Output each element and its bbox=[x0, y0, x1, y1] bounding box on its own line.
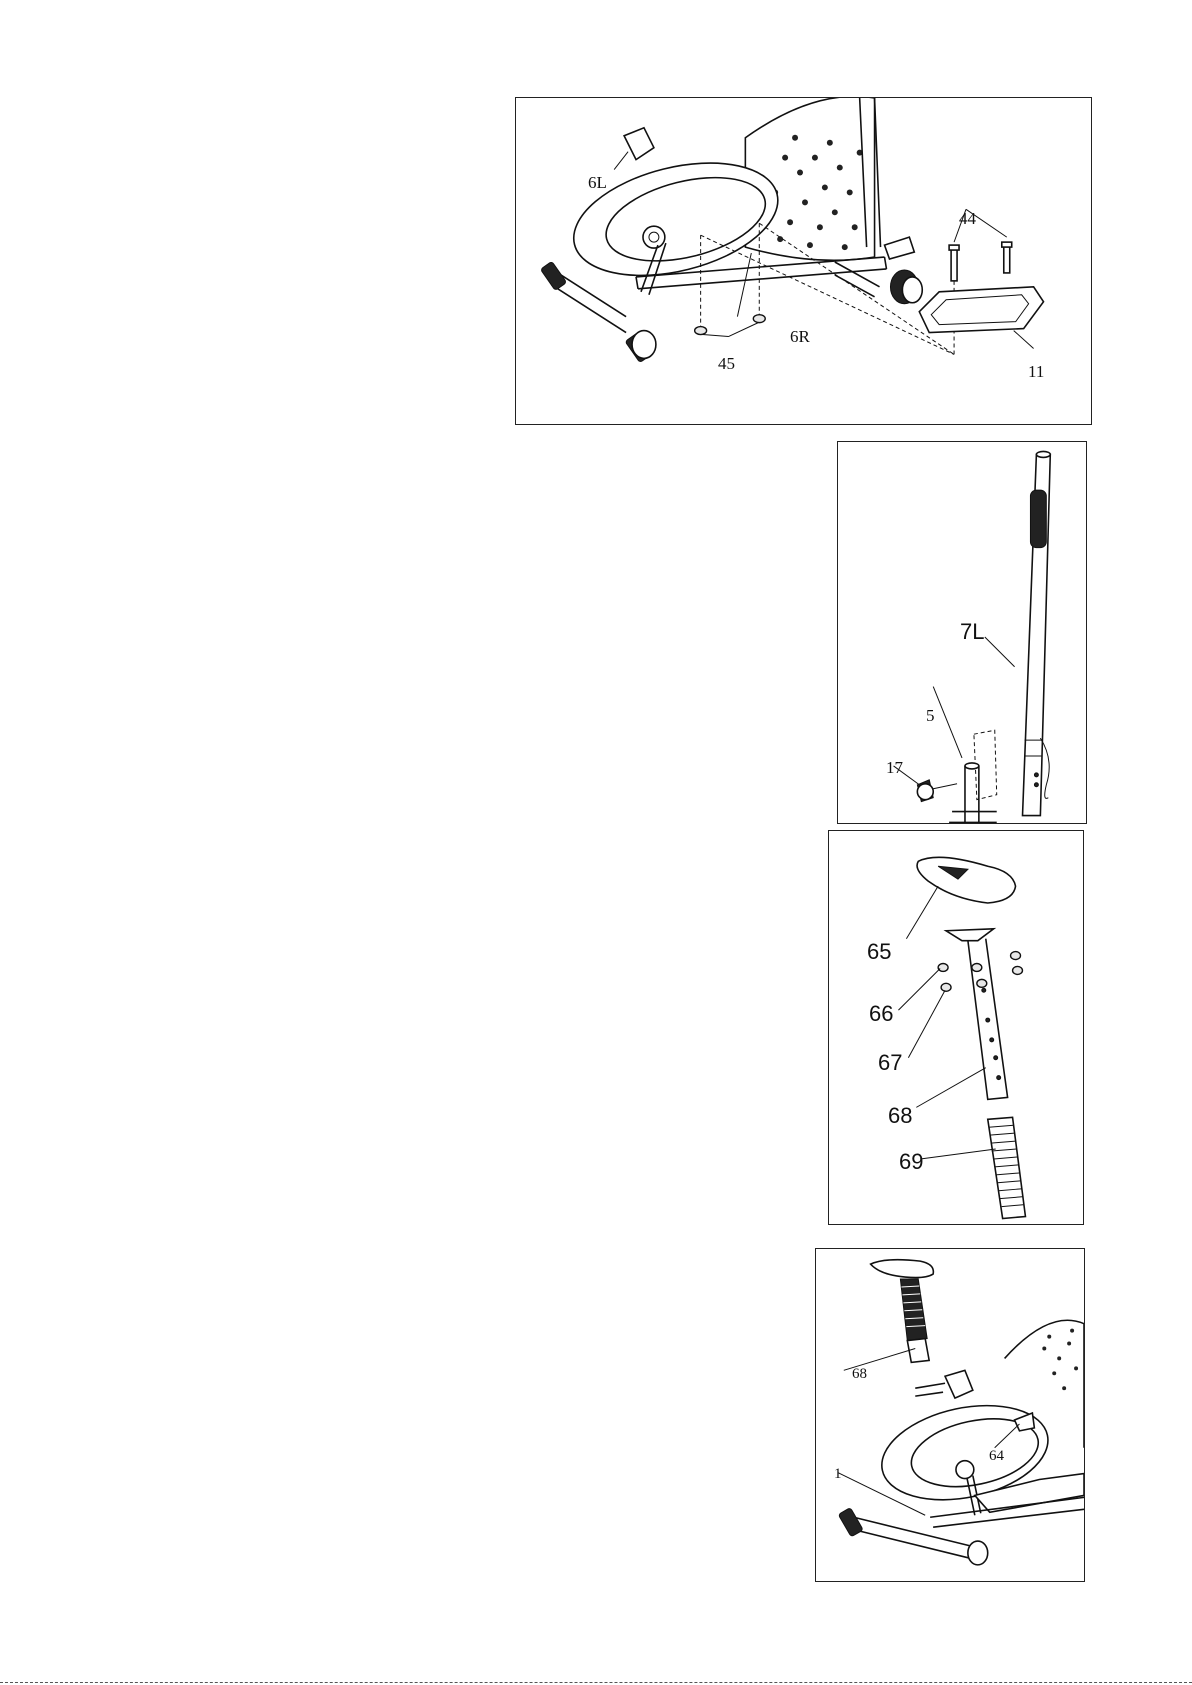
part-label-65: 65 bbox=[867, 941, 891, 963]
part-label-67: 67 bbox=[878, 1052, 902, 1074]
part-label-7L: 7L bbox=[960, 621, 984, 643]
part-label-1: 1 bbox=[834, 1467, 842, 1482]
part-label-66: 66 bbox=[869, 1003, 893, 1025]
part-label-6R: 6R bbox=[790, 328, 810, 345]
part-label-45: 45 bbox=[718, 355, 735, 372]
part-label-68: 68 bbox=[888, 1105, 912, 1127]
part-label-17: 17 bbox=[886, 759, 903, 776]
part-label-68: 68 bbox=[852, 1367, 867, 1382]
part-label-5: 5 bbox=[926, 707, 935, 724]
seat-assembly-drawing bbox=[829, 831, 1083, 1224]
page-bottom-rule bbox=[0, 1682, 1192, 1683]
part-label-44: 44 bbox=[959, 210, 976, 227]
figure-handlebar-assembly: 7L 5 17 bbox=[837, 441, 1087, 824]
part-label-64: 64 bbox=[989, 1449, 1004, 1464]
figure-seat-installation: 68 64 1 bbox=[815, 1248, 1085, 1582]
pedal-assembly-drawing bbox=[516, 98, 1091, 424]
part-label-6L: 6L bbox=[588, 174, 607, 191]
part-label-69: 69 bbox=[899, 1151, 923, 1173]
part-label-11: 11 bbox=[1028, 363, 1044, 380]
figure-seat-assembly: 65 66 67 68 69 bbox=[828, 830, 1084, 1225]
seat-installation-drawing bbox=[816, 1249, 1084, 1581]
figure-pedal-assembly: 6L 44 6R 45 11 bbox=[515, 97, 1092, 425]
